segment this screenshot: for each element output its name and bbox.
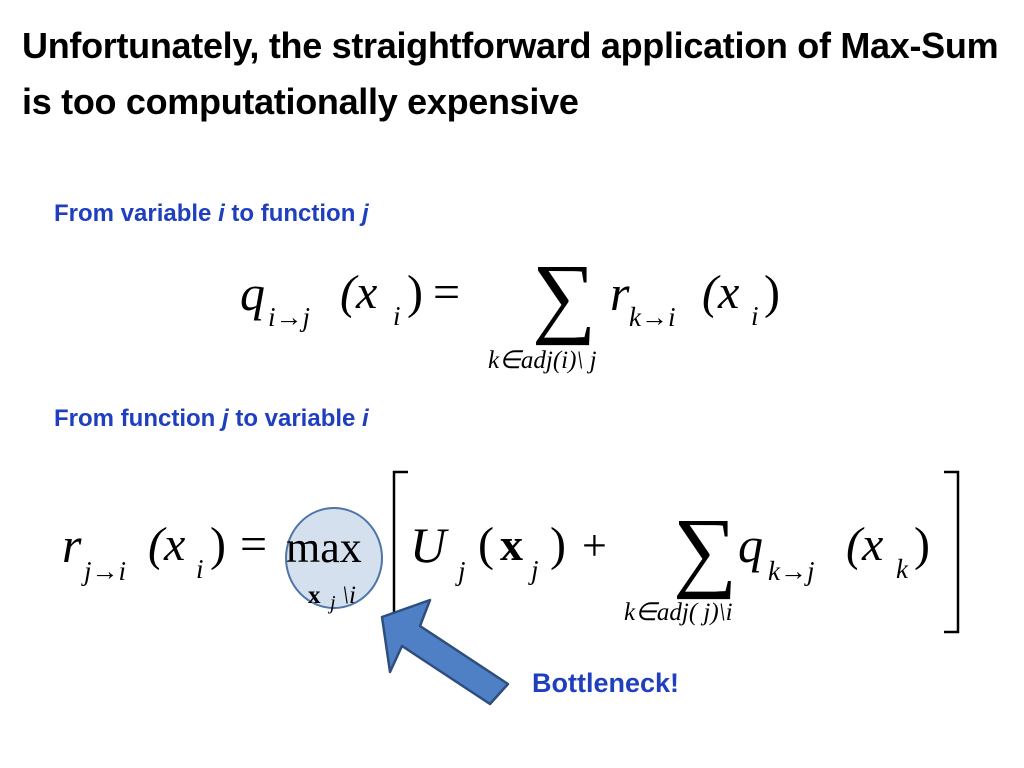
heading-text: From function <box>54 405 222 432</box>
eq1-lhs-symbol: q <box>240 265 265 321</box>
eq2-utility-close-paren: ) <box>550 518 566 571</box>
eq1-term-subscript: k→i <box>629 302 676 332</box>
equation-variable-to-function: q i→j (x i ) = ∑ k∈adj(i)\ j r k→i (x i … <box>240 247 780 374</box>
eq2-summation-sign: ∑ <box>673 501 737 600</box>
heading-variable: j <box>221 405 229 432</box>
eq2-term-subscript: k→j <box>768 556 815 586</box>
heading-text: to function <box>224 200 363 227</box>
eq1-lhs-subscript: i→j <box>268 302 310 332</box>
heading-variable: j <box>362 200 369 227</box>
eq1-lhs-close-paren: ) <box>407 266 423 319</box>
eq2-term-symbol: q <box>738 517 763 573</box>
heading-variable: i <box>362 405 369 432</box>
eq1-summation-sign: ∑ <box>532 247 596 346</box>
eq2-utility-symbol: U <box>410 517 449 573</box>
heading-text: From variable <box>54 200 219 227</box>
eq1-term-symbol: r <box>610 265 630 321</box>
eq1-term-argument: (x <box>702 266 739 319</box>
eq1-lhs-argument-subscript: i <box>393 301 401 331</box>
eq2-utility-argument-subscript: j <box>528 555 539 585</box>
eq2-lhs-argument-subscript: i <box>196 554 204 584</box>
eq2-term-argument-subscript: k <box>896 554 909 584</box>
equation-function-to-variable: r j→i (x i ) = max x j \i U j ( x j ) + … <box>62 470 960 634</box>
eq2-plus-sign: + <box>582 521 607 570</box>
bottleneck-highlight <box>285 507 383 609</box>
eq2-summation-range: k∈adj( j)\i <box>624 599 733 626</box>
section-heading-variable-to-function: From variable i to function j <box>54 200 369 228</box>
eq1-summation-range: k∈adj(i)\ j <box>488 347 597 374</box>
heading-text: to variable <box>228 405 363 432</box>
eq2-utility-open-paren: ( <box>478 518 494 571</box>
heading-variable: i <box>218 200 225 227</box>
eq2-right-bracket <box>944 470 960 634</box>
eq2-max-subscript-exclusion: \i <box>342 582 356 609</box>
slide-title: Unfortunately, the straightforward appli… <box>22 25 999 122</box>
eq2-utility-argument: x <box>500 519 523 570</box>
eq2-term-close-paren: ) <box>914 518 930 571</box>
eq2-lhs-subscript: j→i <box>81 556 126 586</box>
bottleneck-arrow-icon <box>380 598 510 706</box>
eq2-utility-subscript: j <box>455 556 466 586</box>
eq1-lhs-argument: (x <box>340 266 377 319</box>
eq2-lhs-close-paren: ) <box>210 518 226 571</box>
eq2-equals-sign: = <box>240 518 267 571</box>
section-heading-function-to-variable: From function j to variable i <box>54 405 369 433</box>
eq2-max-subscript-vector: x <box>308 582 321 609</box>
eq1-term-argument-subscript: i <box>751 301 759 331</box>
eq1-term-close-paren: ) <box>764 266 780 319</box>
eq2-max-operator: max <box>286 523 362 572</box>
eq1-equals-sign: = <box>433 266 460 319</box>
eq2-max-subscript-index: j <box>327 592 336 614</box>
eq2-lhs-symbol: r <box>62 517 82 573</box>
eq2-term-argument: (x <box>846 518 883 571</box>
bottleneck-callout: Bottleneck! <box>532 668 680 698</box>
eq2-lhs-argument: (x <box>148 518 185 571</box>
